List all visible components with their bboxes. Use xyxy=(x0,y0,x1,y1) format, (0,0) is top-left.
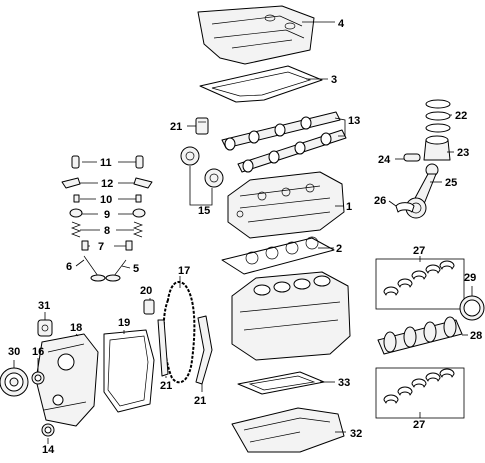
callout-32: 32 xyxy=(350,428,362,440)
timing-chain[interactable] xyxy=(162,281,196,384)
valve-springs[interactable] xyxy=(71,221,143,238)
rear-main-seal[interactable] xyxy=(459,295,485,321)
front-crank-seal[interactable] xyxy=(31,371,45,385)
callout-29: 29 xyxy=(464,272,476,284)
callout-31: 31 xyxy=(38,300,50,312)
callout-2: 2 xyxy=(336,243,342,255)
callout-22: 22 xyxy=(455,110,467,122)
callout-8: 8 xyxy=(104,225,110,237)
callout-21-left: 21 xyxy=(160,380,172,392)
piston-pin[interactable] xyxy=(403,153,421,162)
crank-pulley[interactable] xyxy=(0,367,29,397)
camshafts[interactable] xyxy=(221,111,347,173)
callout-1: 1 xyxy=(346,201,352,213)
intake-valve[interactable] xyxy=(83,255,106,282)
callout-26: 26 xyxy=(374,195,386,207)
callout-33: 33 xyxy=(338,377,350,389)
piston[interactable] xyxy=(423,135,451,161)
callout-24: 24 xyxy=(378,154,391,166)
rod-bearing[interactable] xyxy=(395,202,415,213)
oil-pan-baffle[interactable] xyxy=(237,371,325,395)
piston-rings[interactable] xyxy=(425,99,451,133)
callout-9: 9 xyxy=(104,209,110,221)
callout-17: 17 xyxy=(178,265,190,277)
callout-5: 5 xyxy=(133,263,139,275)
oil-pan[interactable] xyxy=(231,407,345,453)
main-bearings-upper[interactable] xyxy=(375,258,465,310)
spring-retainers[interactable] xyxy=(69,208,146,218)
callout-28: 28 xyxy=(470,330,482,342)
callout-21-upper: 21 xyxy=(170,121,182,133)
callout-21-right: 21 xyxy=(194,395,206,407)
cover-seal[interactable] xyxy=(41,423,55,437)
callout-27-upper: 27 xyxy=(413,245,425,257)
callout-12: 12 xyxy=(101,178,113,190)
callout-19: 19 xyxy=(118,317,130,329)
callout-16: 16 xyxy=(32,346,44,358)
callout-10: 10 xyxy=(100,194,112,206)
callout-4: 4 xyxy=(338,18,345,30)
callout-23: 23 xyxy=(457,147,469,159)
callout-13: 13 xyxy=(348,115,360,127)
valve-keepers[interactable] xyxy=(73,194,142,203)
crankshaft[interactable] xyxy=(377,316,463,355)
oil-pump-sprocket[interactable] xyxy=(37,319,53,337)
callout-20: 20 xyxy=(140,285,152,297)
cam-sprockets[interactable] xyxy=(180,146,224,188)
chain-tensioner[interactable] xyxy=(143,299,155,315)
chain-guide-right[interactable] xyxy=(195,315,213,385)
callouts: 4 3 13 21 15 1 2 33 32 22 23 24 25 26 27… xyxy=(8,18,482,456)
chain-guide-left[interactable] xyxy=(157,319,169,377)
callout-7: 7 xyxy=(98,241,104,253)
rocker-arms[interactable] xyxy=(61,177,153,189)
leader-lines xyxy=(13,21,473,444)
callout-27-lower: 27 xyxy=(413,419,425,431)
callout-6: 6 xyxy=(66,261,72,273)
main-bearings-lower[interactable] xyxy=(375,367,465,419)
callout-14: 14 xyxy=(42,444,55,456)
lash-adjusters[interactable] xyxy=(71,155,144,169)
cylinder-head-cover[interactable] xyxy=(197,5,315,65)
callout-25: 25 xyxy=(445,177,457,189)
callout-15: 15 xyxy=(198,205,210,217)
head-gasket[interactable] xyxy=(221,236,335,275)
exhaust-valve[interactable] xyxy=(105,259,127,282)
cylinder-head[interactable] xyxy=(227,171,345,239)
engine-block[interactable] xyxy=(231,271,351,361)
callout-30: 30 xyxy=(8,346,20,358)
front-cover[interactable] xyxy=(35,333,99,427)
callout-11: 11 xyxy=(100,157,112,169)
stem-seals[interactable] xyxy=(81,240,133,251)
cover-gasket[interactable] xyxy=(199,65,323,103)
timing-cover-gasket[interactable] xyxy=(103,329,155,413)
callout-18: 18 xyxy=(70,322,82,334)
cam-sensor-upper[interactable] xyxy=(195,117,209,135)
callout-3: 3 xyxy=(331,74,337,86)
